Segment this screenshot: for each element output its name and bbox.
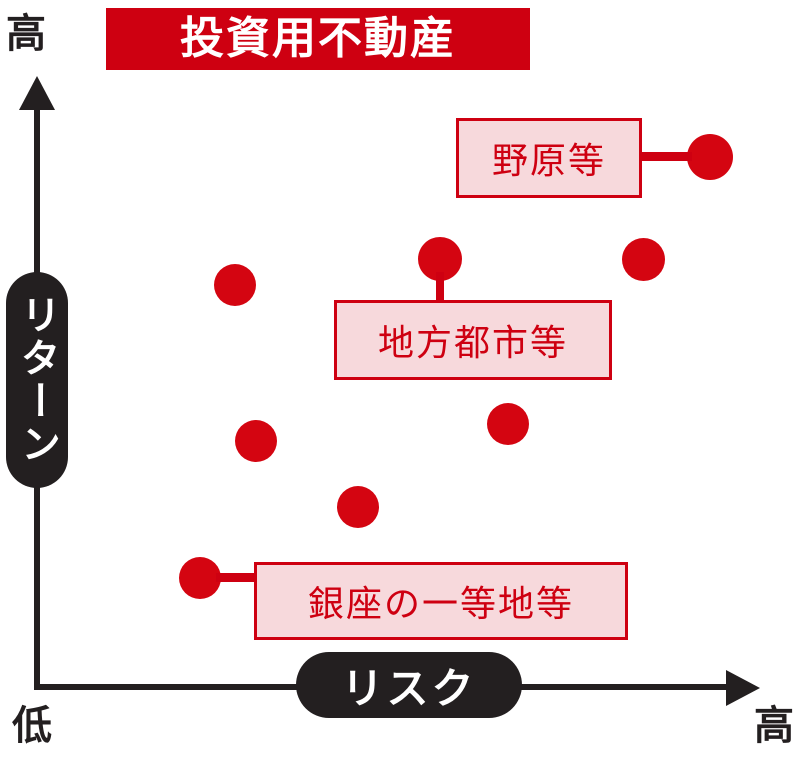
data-point: [487, 403, 529, 445]
y-axis-arrow-icon: [19, 76, 55, 110]
data-point: [622, 238, 665, 281]
x-axis-label-text: リスク: [341, 663, 477, 713]
x-axis-label-pill: リスク: [296, 652, 522, 718]
chart-title-text: 投資用不動産: [180, 13, 456, 64]
data-point: [235, 420, 277, 462]
x-axis-arrow-icon: [726, 670, 760, 706]
callout-chiho[interactable]: 地方都市等: [334, 300, 612, 380]
y-axis-label-text: リターン: [14, 294, 60, 466]
chart-title-banner: 投資用不動産: [106, 8, 530, 70]
callout-connector-chiho: [436, 272, 444, 302]
x-axis-high-label: 高: [754, 703, 794, 749]
callout-ginza[interactable]: 銀座の一等地等: [254, 562, 628, 640]
callout-ginza-label: 銀座の一等地等: [307, 584, 574, 625]
callout-nohara[interactable]: 野原等: [456, 118, 642, 198]
x-axis-low-label: 低: [12, 703, 52, 749]
data-point: [214, 264, 256, 306]
callout-connector-nohara: [640, 152, 692, 161]
callout-chiho-label: 地方都市等: [377, 323, 568, 364]
y-axis-label-pill: リターン: [6, 272, 68, 488]
callout-connector-ginza: [216, 573, 258, 582]
callout-nohara-label: 野原等: [491, 141, 606, 182]
y-axis-high-label: 高: [6, 11, 46, 57]
data-point: [179, 557, 221, 599]
data-point: [687, 134, 733, 180]
data-point: [337, 486, 379, 528]
